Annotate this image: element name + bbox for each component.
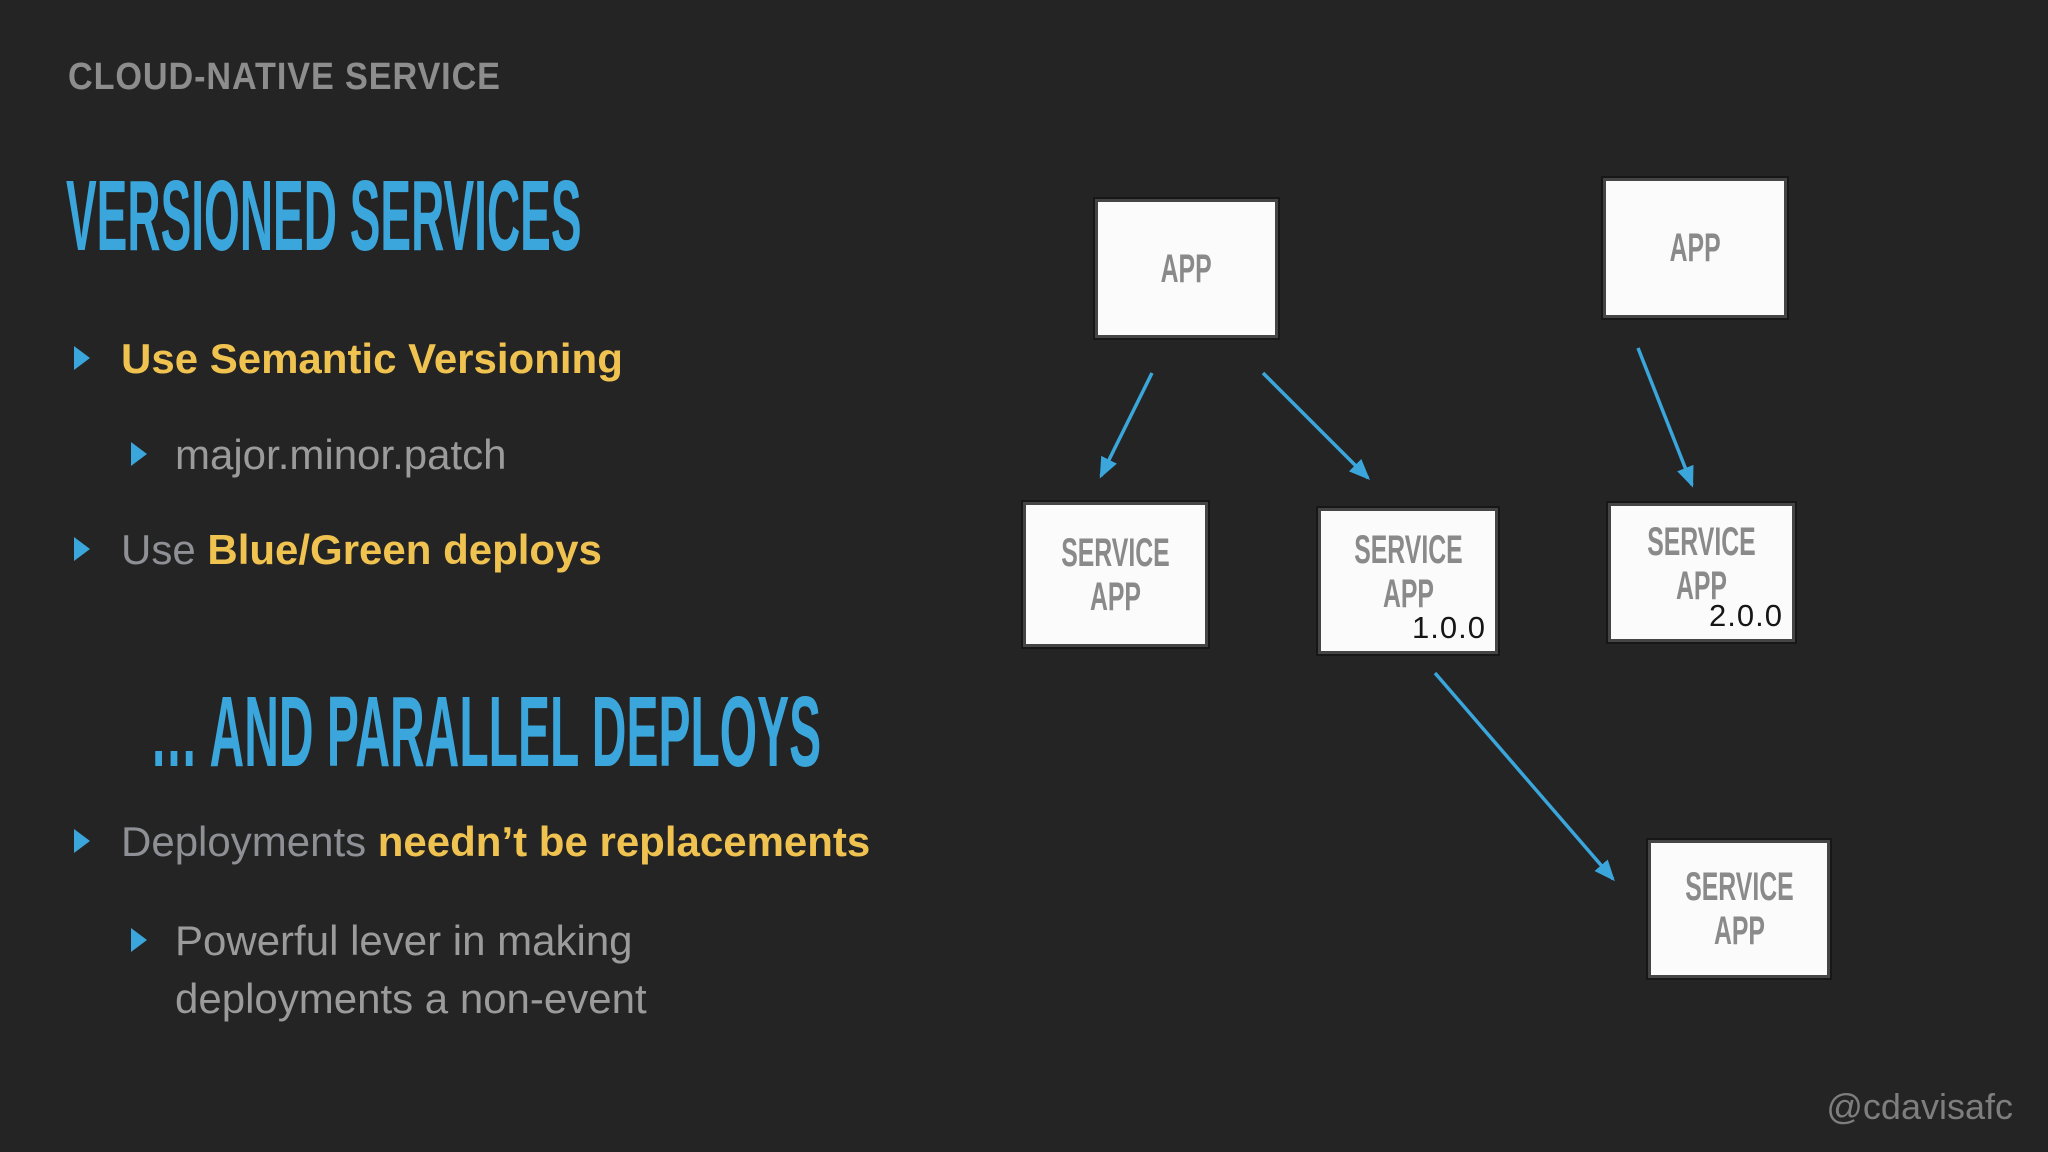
box-label-line-2: APP xyxy=(1089,574,1141,619)
section-heading-text: … AND PARALLEL DEPLOYS xyxy=(150,676,822,788)
box-label-line-1: SERVICE xyxy=(1061,530,1170,575)
sub-bullet-major-minor-patch: major.minor.patch xyxy=(131,430,507,480)
eyebrow: CLOUD-NATIVE SERVICE xyxy=(68,56,549,99)
bullet-blue-green-deploys: Use Blue/Green deploys xyxy=(74,525,602,575)
sub-bullet-plain-text: major.minor.patch xyxy=(175,431,507,478)
bullet-triangle-icon xyxy=(131,928,147,952)
sub-bullet-text: Powerful lever in making deployments a n… xyxy=(175,912,647,1028)
box-label: APP xyxy=(1161,246,1212,291)
arrow-app2-to-service-c xyxy=(1636,347,1694,488)
arrow-app1-to-service-a xyxy=(1099,372,1154,479)
box-label: APP xyxy=(1669,226,1721,270)
bullet-triangle-icon xyxy=(131,442,147,466)
bullet-deployments-replacements: Deployments needn’t be replacements xyxy=(74,817,870,867)
sub-bullet-line-2: deployments a non-event xyxy=(175,975,647,1022)
sub-bullet-line-1: Powerful lever in making xyxy=(175,917,633,964)
bullet-text: Deployments needn’t be replacements xyxy=(121,817,870,867)
bullet-semantic-versioning: Use Semantic Versioning xyxy=(74,334,623,384)
bullet-bold-text: needn’t be replacements xyxy=(377,818,871,865)
box-label-line-1: SERVICE xyxy=(1353,528,1463,572)
bullet-triangle-icon xyxy=(74,829,90,853)
box-label-line-2: APP xyxy=(1713,909,1765,953)
box-label-line-2: APP xyxy=(1382,572,1434,616)
bullet-text: Use Blue/Green deploys xyxy=(121,525,602,575)
bullet-plain-text: Deployments xyxy=(121,818,378,865)
page-title: VERSIONED SERVICES xyxy=(66,166,1187,266)
bullet-text: Use Semantic Versioning xyxy=(121,334,623,384)
diagram-box-app-1: APP xyxy=(1095,199,1278,338)
box-label-line-1: SERVICE xyxy=(1684,865,1794,909)
box-label-line-1: SERVICE xyxy=(1647,519,1756,564)
bullet-triangle-icon xyxy=(74,537,90,561)
bullet-bold-text: Blue/Green deploys xyxy=(207,526,602,573)
bullet-triangle-icon xyxy=(74,346,90,370)
eyebrow-text: CLOUD-NATIVE SERVICE xyxy=(68,56,501,98)
box-version-label: 2.0.0 xyxy=(1709,598,1783,633)
sub-bullet-powerful-lever: Powerful lever in making deployments a n… xyxy=(131,912,647,1028)
box-version-label: 1.0.0 xyxy=(1412,610,1486,645)
bullet-plain-text: Use xyxy=(121,526,208,573)
section-heading-parallel-deploys: … AND PARALLEL DEPLOYS xyxy=(150,682,1548,782)
page-title-text: VERSIONED SERVICES xyxy=(66,160,582,272)
box-label-line-2: APP xyxy=(1675,563,1727,608)
bullet-bold-text: Use Semantic Versioning xyxy=(121,335,623,382)
diagram-box-app-2: APP xyxy=(1603,178,1787,318)
author-handle: @cdavisafc xyxy=(1826,1086,2013,1127)
sub-bullet-text: major.minor.patch xyxy=(175,430,507,480)
arrow-app1-to-service-b xyxy=(1261,371,1370,480)
